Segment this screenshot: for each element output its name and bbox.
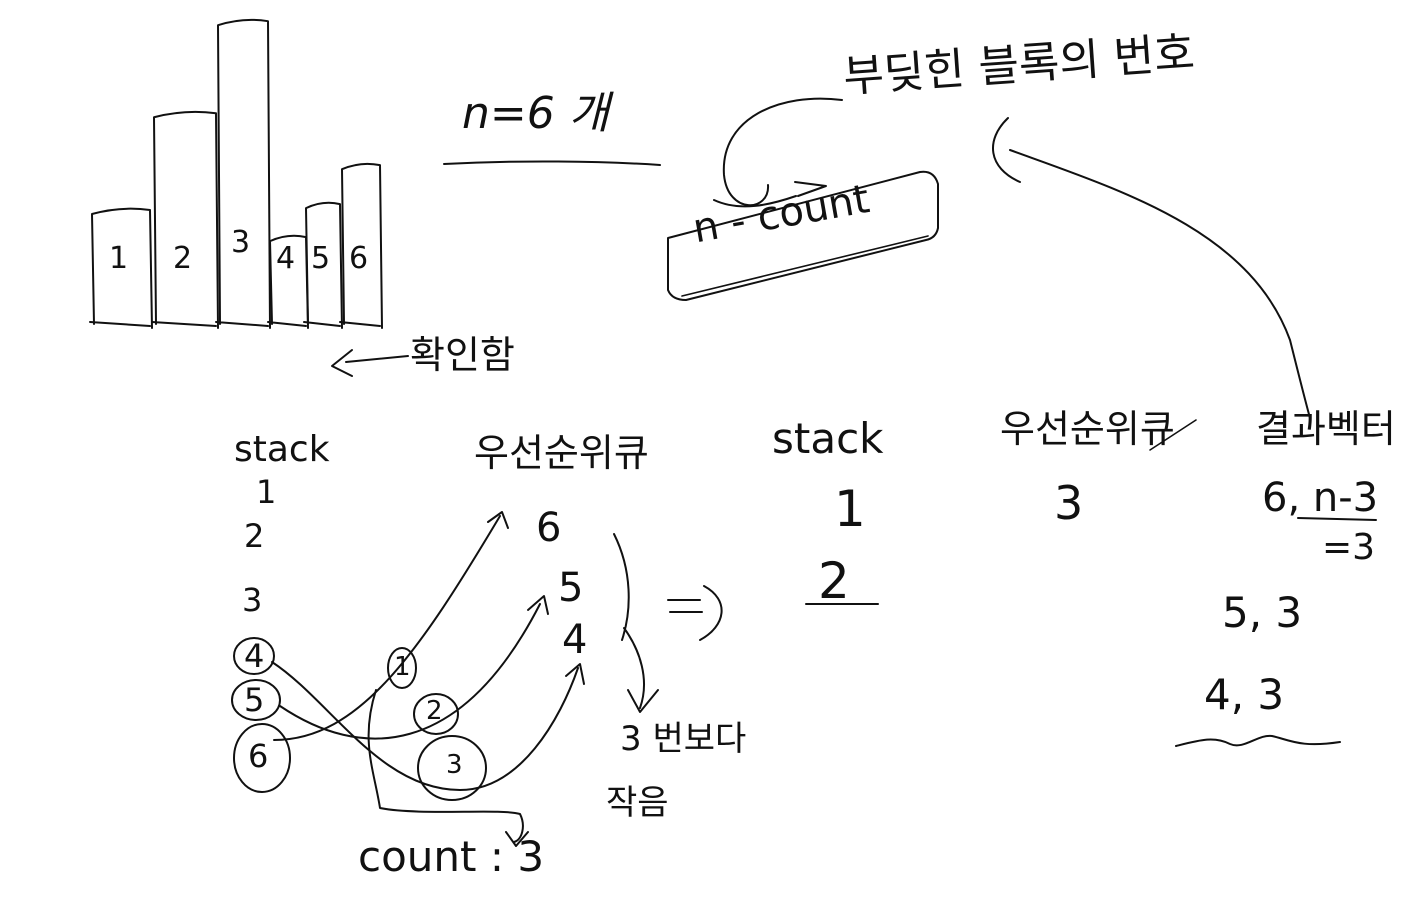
right-stack-item: 1 (834, 480, 866, 538)
left-stack-title: stack (234, 429, 330, 470)
note-small: 3 번보다 (620, 719, 747, 759)
histogram-bar (215, 18, 271, 329)
right-pq-title: 우선순위큐 (1000, 407, 1175, 451)
circle-stack-4 (233, 637, 275, 675)
result-underline (1297, 517, 1377, 521)
left-stack-item: 6 (248, 737, 269, 775)
histogram-bar-label: 3 (231, 225, 251, 260)
arrowhead-formula (794, 181, 827, 197)
left-stack-item: 5 (244, 681, 265, 719)
count-text: count : 3 (358, 832, 545, 881)
arrowhead-pq6 (487, 511, 509, 529)
arrowhead-formula-2 (713, 195, 797, 208)
circle-order-2 (413, 693, 459, 735)
histogram-bar-label: 5 (311, 241, 331, 276)
histogram-bar-label: 1 (109, 241, 129, 276)
bracket-note (992, 117, 1021, 183)
left-pq-item: 5 (558, 565, 584, 611)
result-row-2: 5, 3 (1222, 588, 1303, 637)
pq-down-arrow (623, 627, 645, 709)
implies-head (699, 585, 723, 641)
circle-order-1 (387, 647, 417, 689)
confirm-arrow (345, 355, 409, 363)
right-stack-item: 2 (818, 552, 850, 610)
circle-stack-6 (233, 723, 291, 793)
confirm-arrowhead (331, 349, 353, 377)
arrowhead-pq4 (565, 663, 585, 685)
circle-order-3 (417, 735, 487, 801)
circled-order-number: 2 (426, 696, 443, 726)
formula-box-shadow (681, 235, 929, 297)
pq-down-arrowhead (627, 689, 659, 713)
histogram-bar-label: 6 (349, 241, 369, 276)
curved-arrow-note-to-formula (722, 97, 843, 207)
result-wavy-underline (1175, 734, 1341, 747)
right-stack-title: stack (772, 414, 884, 463)
result-title: 결과벡터 (1256, 407, 1396, 451)
n-count-underline (443, 160, 661, 166)
result-row-1: 6, n-3 (1262, 475, 1379, 521)
confirm-label: 확인함 (410, 333, 515, 377)
strike-right-pq (1149, 419, 1197, 451)
pq-right-bracket (613, 533, 630, 641)
n-count-text: n=6 개 (462, 88, 610, 139)
arrow-5-to-pq5 (279, 603, 541, 740)
left-pq-item: 6 (536, 505, 562, 551)
arrow-4-to-pq4 (271, 661, 579, 791)
count-bracket-arrowhead (505, 831, 529, 847)
arrowhead-pq5 (527, 595, 549, 615)
histogram-bar-label: 4 (276, 241, 296, 276)
left-pq-item: 4 (562, 617, 588, 663)
histogram (89, 18, 383, 329)
formula-box (667, 170, 939, 301)
circle-stack-5 (231, 679, 281, 721)
left-stack-item: 3 (242, 581, 263, 619)
circled-order-number: 1 (394, 652, 411, 682)
left-pq-title: 우선순위큐 (474, 431, 649, 475)
note-small-2: 작음 (606, 783, 669, 823)
result-sub-note: =3 (1322, 527, 1376, 568)
arrow-6-to-pq6 (273, 515, 501, 741)
histogram-bar (151, 110, 219, 329)
left-stack-item: 4 (244, 637, 265, 675)
histogram-bar (89, 207, 153, 329)
circled-order-number: 3 (446, 750, 463, 780)
result-row-3: 4, 3 (1204, 670, 1285, 719)
curve-note-to-result (1009, 149, 1311, 419)
left-stack-item: 2 (244, 517, 265, 555)
right-pq-item: 3 (1054, 476, 1084, 530)
histogram-bar-label: 2 (173, 241, 193, 276)
count-bracket (367, 689, 524, 843)
left-stack-item: 1 (256, 473, 277, 511)
histogram-bar (303, 201, 343, 329)
histogram-bar (339, 162, 383, 329)
